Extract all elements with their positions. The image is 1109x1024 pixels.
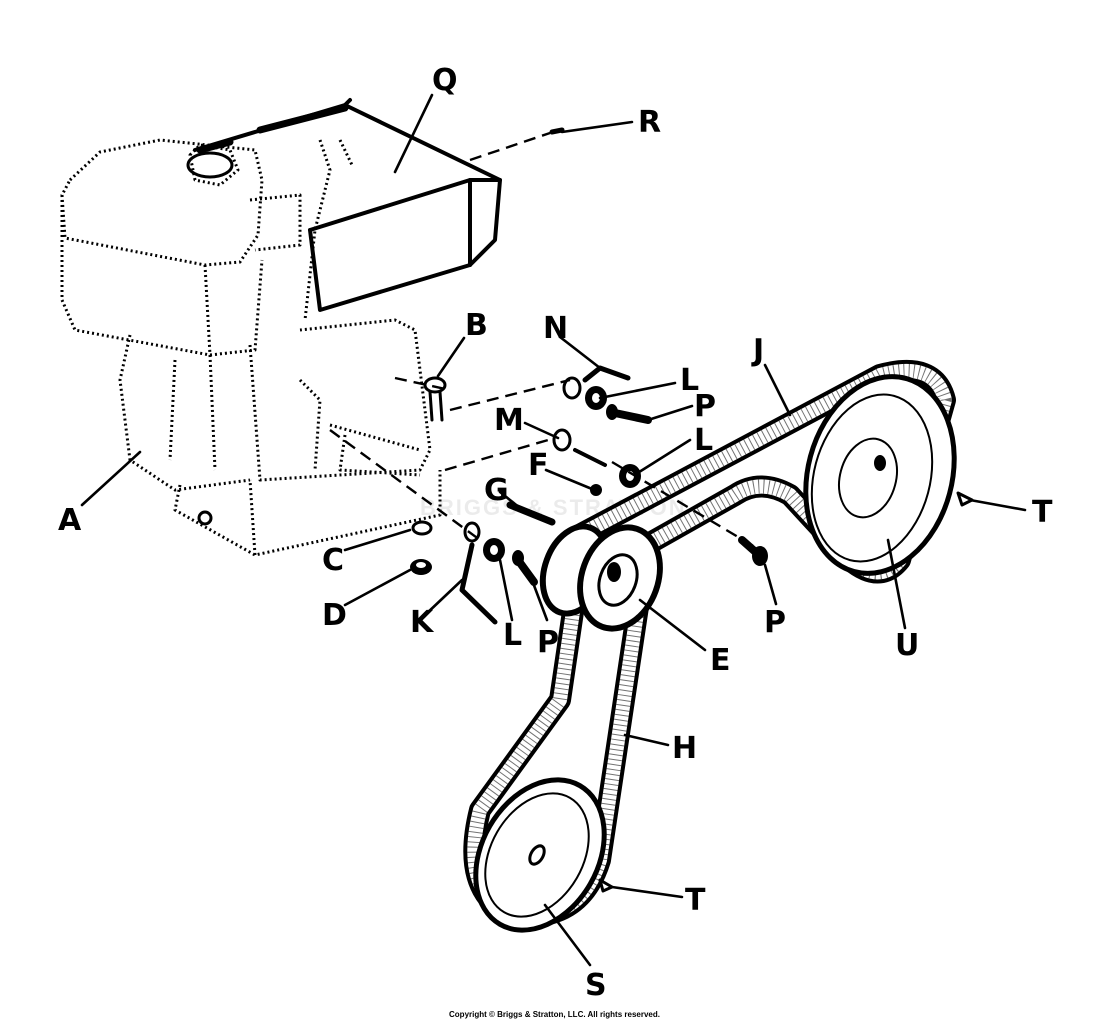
label-k: K	[410, 605, 435, 640]
assembly-lines	[329, 131, 761, 552]
label-n: N	[543, 311, 568, 346]
label-g: G	[484, 473, 509, 508]
fuel-tank-shroud	[186, 98, 502, 312]
label-s: S	[585, 968, 607, 1003]
label-f: F	[528, 448, 549, 483]
label-p-low: P	[537, 625, 559, 660]
label-l-low: L	[503, 618, 522, 653]
label-l-top: L	[680, 363, 699, 398]
label-j: J	[751, 333, 764, 368]
label-u: U	[895, 628, 919, 663]
label-b: B	[465, 308, 488, 343]
part-labels: Q R A B N J L P M L F G T C D K L P P U …	[58, 63, 1053, 1003]
label-d: D	[322, 598, 347, 633]
label-a: A	[58, 503, 82, 538]
copyright-notice: Copyright © Briggs & Stratton, LLC. All …	[449, 1010, 660, 1019]
label-p-top: P	[694, 389, 716, 424]
pulley-u	[803, 374, 957, 576]
label-l-mid: L	[694, 423, 713, 458]
label-q: Q	[432, 63, 458, 98]
label-t-right: T	[1032, 495, 1053, 530]
hardware	[410, 127, 974, 893]
label-r: R	[638, 105, 661, 140]
label-c: C	[322, 543, 344, 578]
label-t-low: T	[685, 883, 706, 918]
label-p-right: P	[764, 605, 786, 640]
engine-outline	[60, 138, 442, 557]
label-h: H	[672, 731, 697, 766]
label-m: M	[494, 403, 524, 438]
pulley-s	[473, 777, 607, 933]
label-e: E	[710, 643, 731, 678]
leader-lines	[80, 93, 1027, 967]
pulley-e	[539, 523, 663, 632]
